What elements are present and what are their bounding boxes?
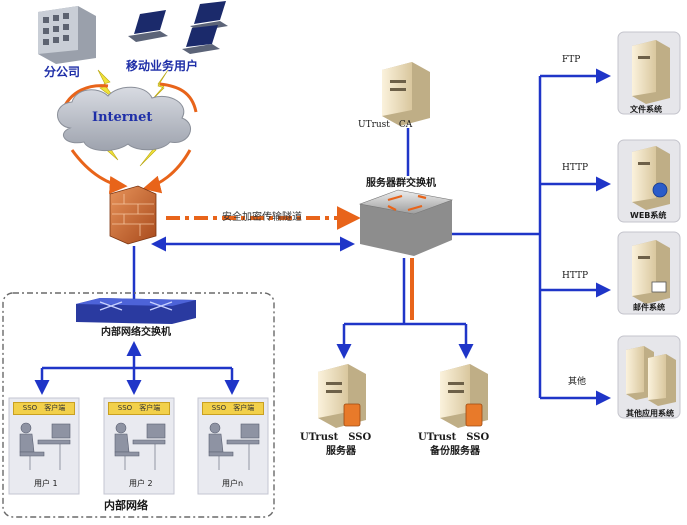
laptop-icon: [182, 25, 220, 54]
file-system-server-icon: [617, 31, 681, 115]
protocol-label: HTTP: [562, 163, 589, 173]
server-switch-icon: [358, 189, 454, 256]
protocol-label: FTP: [562, 55, 581, 65]
internet-label: Internet: [92, 110, 153, 125]
user-label: 用户 2: [129, 479, 153, 488]
system-label: 邮件系统: [633, 303, 665, 312]
sso-server-label-line2: 服务器: [326, 446, 356, 457]
internet-cloud-icon: [57, 86, 191, 151]
protocol-label: HTTP: [562, 271, 589, 281]
ca-server-icon: [382, 62, 430, 126]
sso-backup-server-icon: [440, 364, 488, 428]
branch-office-label: 分公司: [44, 65, 81, 79]
sso-backup-label-line1: UTrust SSO: [418, 432, 490, 443]
internal-switch-icon: [76, 298, 196, 324]
user-workstation-icon: [208, 422, 260, 470]
sso-backup-label-line2: 备份服务器: [430, 446, 480, 457]
laptop-icon: [128, 10, 168, 42]
system-label: WEB系统: [630, 211, 667, 220]
sso-client-tag: SSO 客户端: [202, 402, 264, 415]
user-label: 用户 1: [34, 479, 58, 488]
sso-server-icon: [318, 364, 366, 428]
sso-client-tag: SSO 客户端: [108, 402, 170, 415]
other-systems-server-icon: [617, 335, 681, 419]
user-workstation-icon: [19, 422, 71, 470]
mail-system-server-icon: [617, 231, 681, 315]
mobile-users-label: 移动业务用户: [126, 59, 199, 73]
user-label: 用户n: [222, 479, 244, 488]
server-switch-label: 服务器群交换机: [366, 178, 436, 189]
sso-server-label-line1: UTrust SSO: [300, 432, 372, 443]
firewall-icon: [109, 185, 157, 245]
web-system-server-icon: [617, 139, 681, 223]
protocol-label: 其他: [568, 377, 587, 387]
system-label: 其他应用系统: [626, 409, 674, 418]
sso-client-tag: SSO 客户端: [13, 402, 75, 415]
tunnel-label: 安全加密传输隧道: [222, 212, 302, 223]
internal-network-boundary: [2, 292, 275, 518]
internal-switch-label: 内部网络交换机: [101, 327, 171, 338]
user-workstation-icon: [114, 422, 166, 470]
ca-label: UTrust CA: [358, 120, 413, 130]
branch-office-building-icon: [38, 6, 96, 64]
internal-network-label: 内部网络: [104, 499, 148, 512]
system-label: 文件系统: [630, 105, 662, 114]
